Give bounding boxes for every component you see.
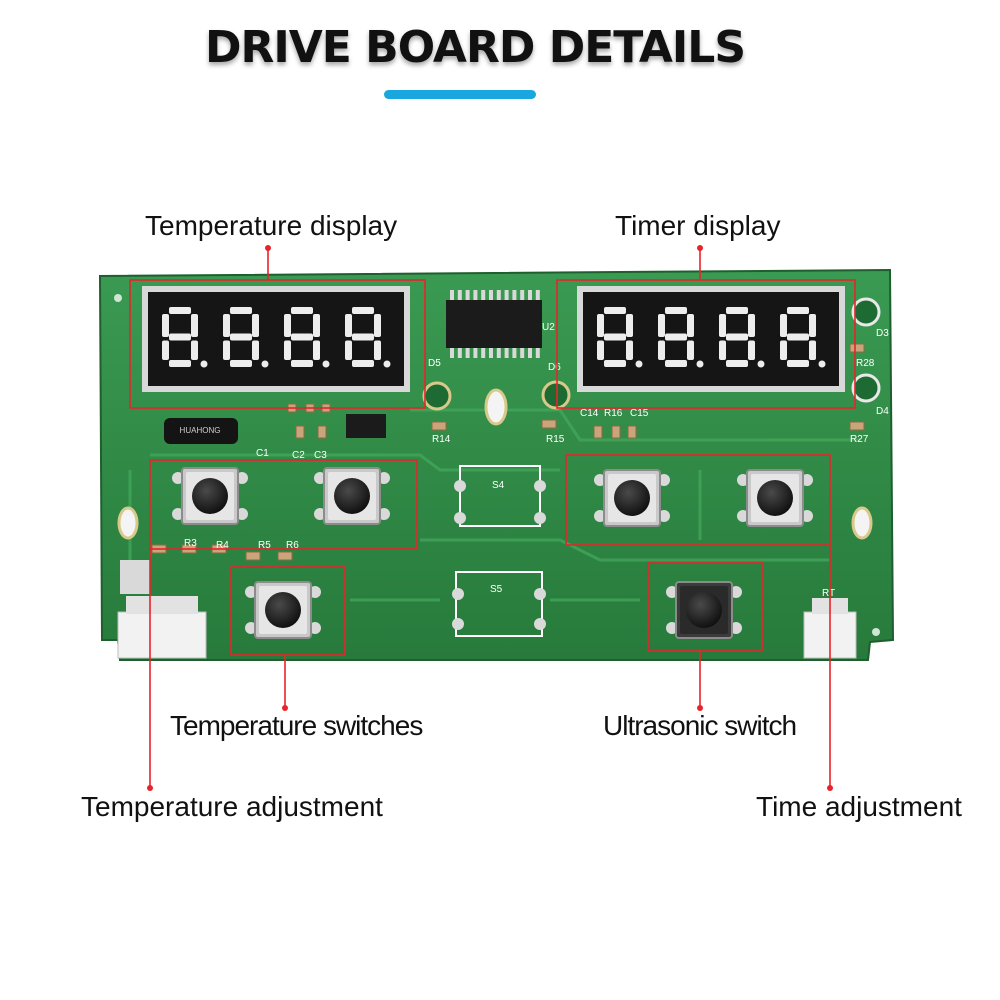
silkscreen-labels: U2 D5 D6 R14 R15 C1 C2 C3 C14 R16 C15 D3… — [184, 322, 889, 599]
svg-text:S4: S4 — [492, 480, 505, 491]
callout-markers — [129, 248, 856, 788]
svg-text:R27: R27 — [850, 434, 869, 445]
mount-hole — [114, 294, 122, 302]
callout-box-timer-display — [556, 279, 856, 409]
svg-text:C14: C14 — [580, 408, 599, 419]
led-d6 — [541, 380, 571, 410]
capacitor-c1: HUAHONG — [164, 418, 238, 444]
seven-segment-digit — [780, 307, 826, 368]
svg-text:R15: R15 — [546, 434, 565, 445]
mount-slot — [117, 506, 139, 540]
svg-text:S5: S5 — [490, 584, 503, 595]
svg-text:R6: R6 — [286, 540, 299, 551]
svg-text:D5: D5 — [428, 358, 441, 369]
svg-text:D3: D3 — [876, 328, 889, 339]
callout-box-temperature-display — [129, 279, 426, 409]
label-temperature-display: Temperature display — [145, 210, 398, 241]
mount-slot — [484, 388, 508, 426]
svg-text:U2: U2 — [542, 322, 555, 333]
svg-text:C3: C3 — [314, 450, 327, 461]
callout-dots — [147, 245, 833, 791]
svg-text:C1: C1 — [256, 448, 269, 459]
svg-text:R4: R4 — [216, 540, 229, 551]
mount-slot — [851, 506, 873, 540]
led-d4 — [851, 373, 881, 403]
svg-text:R3: R3 — [184, 538, 197, 549]
mount-hole — [872, 628, 880, 636]
label-timer-display: Timer display — [615, 210, 781, 241]
seven-segment-digit — [345, 307, 391, 368]
connector-left — [117, 560, 207, 659]
callout-box-temperature-switches — [230, 566, 346, 656]
svg-text:R28: R28 — [856, 358, 875, 369]
temperature-display-digits — [162, 307, 391, 368]
timer-display-digits — [597, 307, 826, 368]
tactile-button-time-down — [737, 469, 813, 527]
title-underline — [384, 90, 536, 99]
page-title: DRIVE BOARD DETAILS — [204, 22, 746, 73]
tactile-button-temp-down — [314, 467, 390, 525]
empty-switch-footprints — [455, 465, 543, 637]
label-time-adjustment: Time adjustment — [756, 791, 962, 822]
svg-text:R16: R16 — [604, 408, 623, 419]
tactile-button-temperature-switch — [245, 581, 321, 639]
led-d5 — [422, 381, 452, 411]
seven-segment-digit — [284, 307, 330, 368]
chip-u2 — [446, 290, 542, 358]
led-d3 — [851, 297, 881, 327]
tactile-button-temp-up — [172, 467, 248, 525]
tactile-button-time-up — [594, 469, 670, 527]
svg-text:HUAHONG: HUAHONG — [180, 426, 221, 435]
svg-text:R14: R14 — [432, 434, 451, 445]
callout-box-time-adjustment — [565, 454, 831, 546]
callout-box-temperature-adjustment — [149, 459, 418, 550]
label-temperature-adjustment: Temperature adjustment — [81, 791, 383, 822]
svg-text:D4: D4 — [876, 406, 889, 417]
chip-small — [346, 414, 386, 438]
svg-text:C15: C15 — [630, 408, 649, 419]
seven-segment-digit — [658, 307, 704, 368]
label-temperature-switches: Temperature switches — [170, 710, 423, 741]
callout-box-ultrasonic-switch — [647, 562, 763, 652]
footprint-pads — [452, 480, 546, 630]
svg-text:RT: RT — [822, 588, 835, 599]
svg-text:D6: D6 — [548, 362, 561, 373]
seven-segment-digit — [162, 307, 208, 368]
tactile-button-ultrasonic-switch — [666, 581, 742, 639]
svg-text:C2: C2 — [292, 450, 305, 461]
svg-text:R5: R5 — [258, 540, 271, 551]
seven-segment-digit — [719, 307, 765, 368]
label-ultrasonic-switch: Ultrasonic switch — [603, 710, 797, 741]
seven-segment-digit — [223, 307, 269, 368]
seven-segment-digit — [597, 307, 643, 368]
